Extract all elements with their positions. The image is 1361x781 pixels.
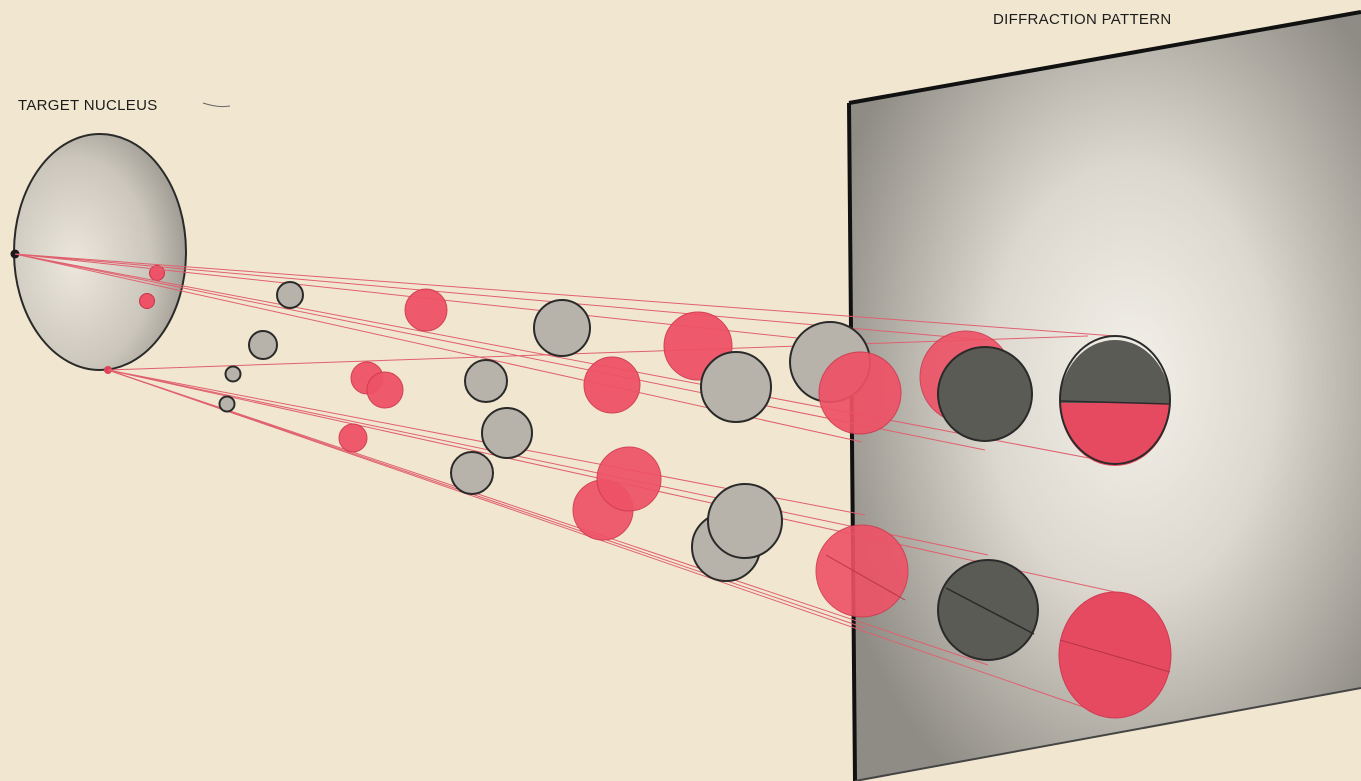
red-nucleon bbox=[597, 447, 661, 511]
red-nucleon bbox=[405, 289, 447, 331]
gray-nucleon bbox=[277, 282, 303, 308]
red-nucleon bbox=[584, 357, 640, 413]
gray-nucleon bbox=[249, 331, 277, 359]
red-disc bbox=[1059, 592, 1171, 718]
red-nucleon bbox=[140, 294, 155, 309]
red-nucleon bbox=[339, 424, 367, 452]
gray-nucleon bbox=[226, 367, 241, 382]
gray-nucleon bbox=[534, 300, 590, 356]
red-nucleon bbox=[819, 352, 901, 434]
gray-nucleon bbox=[451, 452, 493, 494]
gray-nucleon bbox=[482, 408, 532, 458]
target-label-pointer bbox=[203, 103, 230, 107]
gray-nucleon bbox=[220, 397, 235, 412]
gray-nucleon bbox=[708, 484, 782, 558]
red-nucleon bbox=[150, 266, 165, 281]
dark-nucleon bbox=[938, 347, 1032, 441]
gray-nucleon bbox=[465, 360, 507, 402]
target-nucleus bbox=[14, 134, 186, 370]
red-nucleon bbox=[816, 525, 908, 617]
red-nucleon bbox=[367, 372, 403, 408]
gray-nucleon bbox=[701, 352, 771, 422]
